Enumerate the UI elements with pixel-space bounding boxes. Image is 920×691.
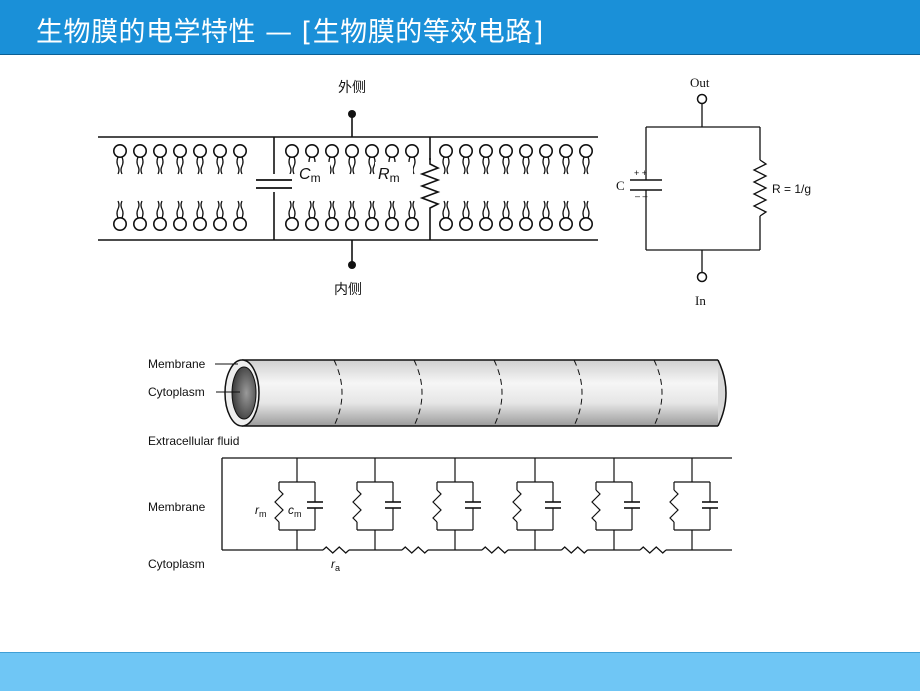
capacitor-label: C [616,178,625,193]
lipid-inner [324,200,340,231]
lipid-inner [284,200,300,231]
ra-cable-label: ra [331,557,340,573]
lipid-outer [153,144,167,175]
lipid-inner [233,200,247,231]
lipid-inner [364,200,380,231]
lipid-inner [558,200,574,231]
resistor-label: R = 1/g [772,182,811,196]
lipid-inner [133,200,147,231]
lipid-outer [133,144,147,175]
axial-resistor [561,546,588,554]
lipid-outer [518,144,534,175]
extracellular-fluid-label: Extracellular fluid [148,434,239,448]
header-bar: 生物膜的电学特性 — [生物膜的等效电路] [0,0,920,55]
lipid-inner [213,200,227,231]
rm-label: Rm [378,166,400,185]
lipid-inner [538,200,554,231]
lipid-heads [113,144,594,231]
rm-cable-label: rm [255,503,267,519]
inside-electrode [348,240,356,269]
lipid-inner [518,200,534,231]
lipid-inner [153,200,167,231]
outside-electrode [348,110,356,137]
lipid-inner [404,200,420,231]
lipid-outer [458,144,474,175]
capacitor-symbol: + + – – [630,168,662,201]
membrane-rc-unit [669,458,718,550]
lipid-outer [113,144,127,175]
lipid-outer [233,144,247,175]
membrane-resistor [591,489,601,523]
lipid-inner [578,200,594,231]
lipid-outer [438,144,454,175]
lipid-inner [384,200,400,231]
cm-cable-label: cm [288,503,302,519]
lipid-inner [498,200,514,231]
axial-resistor [322,546,350,554]
lipid-inner [113,200,127,231]
membrane-resistor [512,489,522,523]
lipid-inner [458,200,474,231]
lipid-inner [478,200,494,231]
lipid-outer [213,144,227,175]
membrane-rc-unit [432,458,481,550]
svg-text:+ +: + + [634,168,647,178]
cm-label: Cm [299,166,321,185]
cytoplasm-label: Cytoplasm [148,385,205,399]
lipid-outer [498,144,514,175]
cable-equivalent-circuit [221,457,732,554]
out-terminal [696,93,708,105]
axial-resistor [401,546,429,554]
membrane-rc-unit [512,458,561,550]
axial-resistor [481,546,509,554]
axon-cylinder [215,359,727,427]
in-label: In [695,293,706,308]
membrane-resistor [432,489,442,523]
out-label: Out [690,75,710,90]
page-title: 生物膜的电学特性 — [生物膜的等效电路] [36,17,544,48]
lipid-inner [193,200,207,231]
membrane-resistor [274,489,284,523]
membrane-resistor [669,489,679,523]
axial-resistor [639,546,667,554]
resistor-symbol [752,159,768,217]
lipid-inner [304,200,320,231]
rc-parallel-circuit: + + – – Out In C R = 1/g [616,75,811,308]
lipid-inner [438,200,454,231]
membrane-rc-unit [274,458,323,550]
inside-label: 内侧 [334,282,362,298]
lipid-inner [173,200,187,231]
membrane-label: Membrane [148,357,206,371]
membrane-capacitor-symbol [255,174,292,192]
membrane-label-2: Membrane [148,500,206,514]
lipid-outer [173,144,187,175]
membrane-resistor [352,489,362,523]
lipid-outer [193,144,207,175]
outside-label: 外侧 [338,80,366,96]
lipid-outer [538,144,554,175]
svg-text:– –: – – [635,191,648,201]
membrane-bilayer-diagram: 外侧 内侧 Cm Rm [98,80,598,298]
membrane-resistor-symbol [419,158,441,216]
lipid-outer [344,144,360,175]
lipid-outer [578,144,594,175]
in-terminal [696,271,708,283]
footer-bar [0,652,920,691]
lipid-outer [478,144,494,175]
cytoplasm-label-2: Cytoplasm [148,557,205,571]
lipid-outer [558,144,574,175]
membrane-rc-unit [591,458,640,550]
membrane-rc-unit [352,458,401,550]
lipid-inner [344,200,360,231]
